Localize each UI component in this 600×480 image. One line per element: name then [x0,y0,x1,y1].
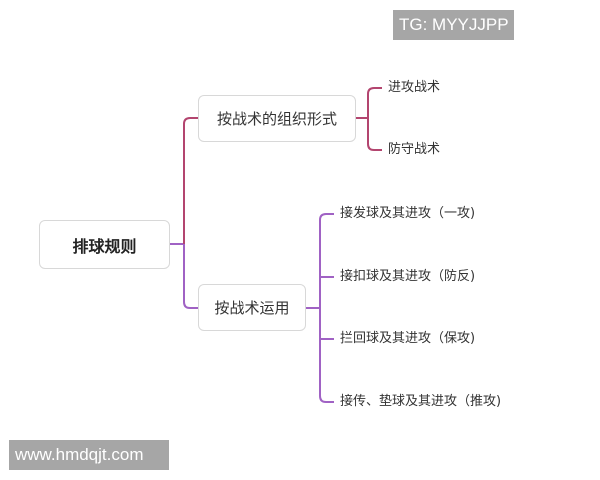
branch-2-leaf-4-connector [319,308,334,403]
leaf-node-pass-dig-attack[interactable]: 接传、垫球及其进攻（推攻) [340,394,502,409]
branch-node-label: 按战术运用 [214,299,290,317]
leaf-node-spike-receive-attack[interactable]: 接扣球及其进攻（防反) [340,269,476,284]
leaf-node-block-return-attack[interactable]: 拦回球及其进攻（保攻) [340,331,476,346]
branch-node-tactics-application[interactable]: 按战术运用 [198,284,306,331]
branch-1-connector [183,117,198,244]
branch-2-connector [183,244,198,309]
leaf-node-serve-receive-attack[interactable]: 接发球及其进攻（一攻) [340,206,476,221]
root-node[interactable]: 排球规则 [39,220,170,269]
watermark-top-right: TG: MYYJJPP [393,10,514,40]
branch-1-leaf-1-connector [367,87,382,118]
watermark-bottom-left: www.hmdqjt.com [9,440,169,470]
branch-node-organization-form[interactable]: 按战术的组织形式 [198,95,356,142]
branch-2-leaf-1-connector [319,213,334,308]
leaf-node-attack-tactics[interactable]: 进攻战术 [388,80,441,95]
root-node-label: 排球规则 [72,236,137,256]
branch-node-label: 按战术的组织形式 [216,110,337,128]
branch-1-leaf-2-connector [367,118,382,151]
leaf-node-defense-tactics[interactable]: 防守战术 [388,142,441,157]
